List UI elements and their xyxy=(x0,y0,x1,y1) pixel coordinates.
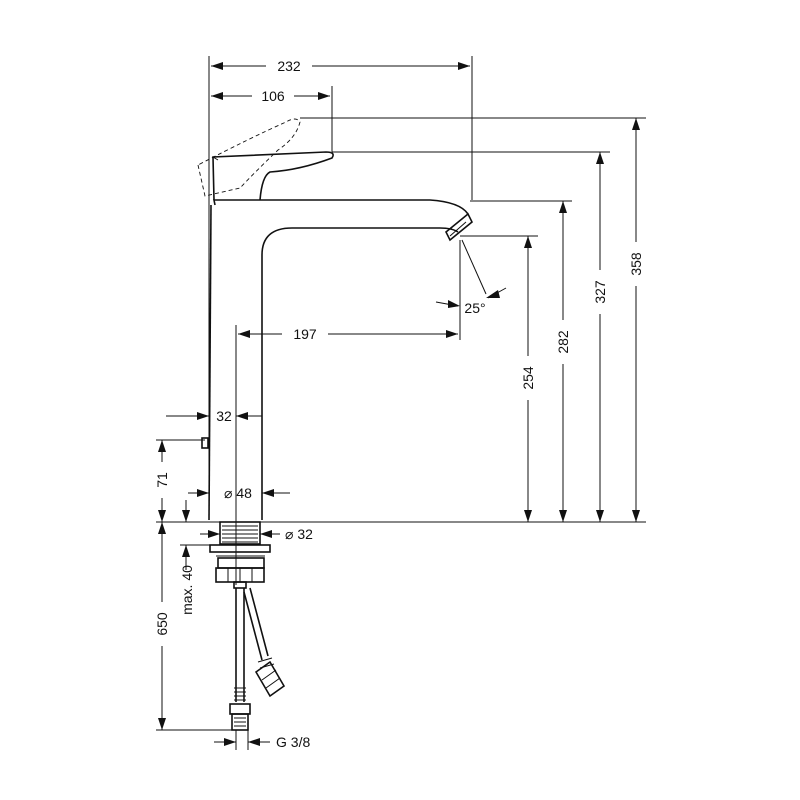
pop-up-rod xyxy=(201,437,209,449)
label-358: 358 xyxy=(628,252,644,276)
label-angle: 25° xyxy=(464,300,485,316)
faucet-body xyxy=(208,199,474,521)
dimension-254 xyxy=(519,236,537,522)
dimension-32-offset xyxy=(166,412,262,420)
dimension-650 xyxy=(153,522,171,730)
dimension-48 xyxy=(188,489,290,497)
dimension-106 xyxy=(211,87,330,105)
extension-lines xyxy=(156,56,646,750)
label-max40: max. 40 xyxy=(179,565,195,615)
dimension-327 xyxy=(591,152,609,522)
dimension-shank-32 xyxy=(200,530,280,538)
dimension-358 xyxy=(627,118,645,522)
label-g38: G 3/8 xyxy=(276,734,310,750)
label-106: 106 xyxy=(261,88,285,104)
dimension-282 xyxy=(554,201,572,522)
label-282: 282 xyxy=(555,330,571,354)
dimension-angle xyxy=(435,287,507,308)
label-shank-32: ⌀ 32 xyxy=(285,526,313,542)
label-650: 650 xyxy=(154,612,170,636)
label-48: ⌀ 48 xyxy=(224,485,252,501)
dimension-232 xyxy=(211,57,470,75)
dimension-197 xyxy=(238,325,458,343)
faucet-lever xyxy=(212,151,334,201)
label-327: 327 xyxy=(592,280,608,304)
dimension-71 xyxy=(153,440,171,522)
label-254: 254 xyxy=(520,366,536,390)
label-71: 71 xyxy=(154,472,170,488)
dimension-g38 xyxy=(214,738,270,746)
label-197: 197 xyxy=(293,326,317,342)
supply-hoses xyxy=(229,587,286,731)
lever-open-position xyxy=(197,118,301,197)
mounting-shank xyxy=(209,521,271,589)
label-32-offset: 32 xyxy=(216,408,232,424)
dimension-max40 xyxy=(182,500,190,570)
dimension-labels: 232 106 197 32 ⌀ 48 ⌀ 32 G 3/8 25° 71 65… xyxy=(154,58,644,750)
label-232: 232 xyxy=(277,58,301,74)
